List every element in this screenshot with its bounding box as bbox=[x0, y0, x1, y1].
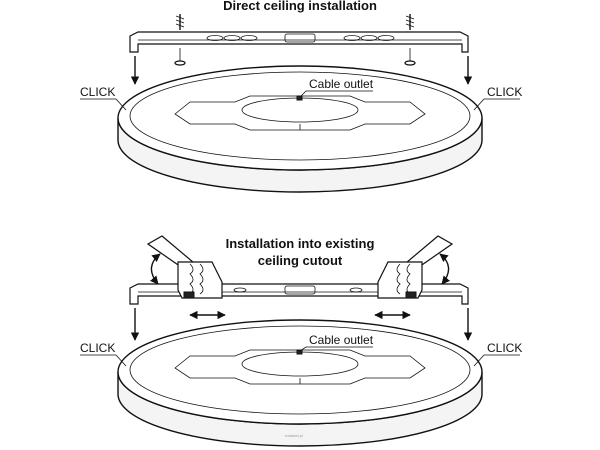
top-mounting-bracket bbox=[129, 31, 469, 53]
bottom-click-left-label: CLICK bbox=[80, 341, 127, 367]
svg-text:CLICK: CLICK bbox=[80, 341, 115, 355]
bottom-cable-outlet-label: Cable outlet bbox=[299, 333, 374, 352]
svg-text:Cable outlet: Cable outlet bbox=[309, 77, 374, 91]
bottom-luminaire bbox=[117, 319, 483, 447]
top-click-right-label: CLICK bbox=[473, 85, 522, 111]
spring-clip-left bbox=[146, 235, 223, 299]
top-cable-outlet-label: Cable outlet bbox=[299, 77, 374, 98]
screw-left bbox=[174, 14, 186, 66]
spring-clip-right bbox=[377, 235, 454, 299]
top-title: Direct ceiling installation bbox=[223, 0, 377, 13]
watermark: rmarket.pl bbox=[285, 433, 303, 438]
screw-right bbox=[404, 14, 416, 66]
bottom-section: Installation into existing ceiling cutou… bbox=[80, 235, 522, 447]
top-click-left-label: CLICK bbox=[80, 85, 127, 111]
svg-text:CLICK: CLICK bbox=[80, 85, 115, 99]
top-luminaire bbox=[117, 65, 483, 193]
svg-text:CLICK: CLICK bbox=[487, 85, 522, 99]
bracket-slots bbox=[206, 33, 395, 43]
svg-text:Cable outlet: Cable outlet bbox=[309, 333, 374, 347]
top-section: Direct ceiling installation bbox=[80, 0, 522, 193]
bottom-click-right-label: CLICK bbox=[473, 341, 522, 367]
bottom-title-line1: Installation into existing bbox=[226, 236, 375, 251]
bottom-title-line2: ceiling cutout bbox=[258, 253, 343, 268]
svg-text:CLICK: CLICK bbox=[487, 341, 522, 355]
